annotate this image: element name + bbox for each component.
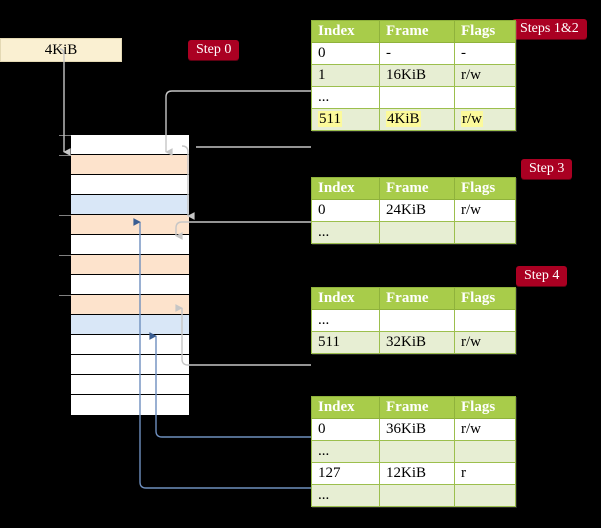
page-table-cell-frame	[379, 221, 455, 244]
page-table-cell-flags	[454, 484, 516, 507]
physical-memory-frames	[59, 134, 190, 415]
page-table-cell-index: 127	[311, 462, 380, 485]
page-table-cell-frame: 24KiB	[379, 199, 455, 222]
page-table-cell-frame	[379, 86, 455, 109]
page-table-row[interactable]: ...	[311, 440, 516, 463]
wire-l2-32kib-up-to-frame	[175, 304, 311, 366]
page-table-cell-frame: 36KiB	[379, 418, 455, 441]
memory-frame-row	[71, 395, 189, 415]
memory-frame-row	[59, 155, 189, 175]
page-table-cell-index: 0	[311, 418, 380, 441]
memory-frame-row	[71, 235, 189, 255]
page-table-header-index: Index	[311, 177, 380, 200]
page-table-cell-frame: 12KiB	[379, 462, 455, 485]
page-table-cell-flags: -	[454, 42, 516, 65]
page-table-cell-flags	[454, 221, 516, 244]
page-table-row[interactable]: 511 4KiB r/w	[311, 108, 516, 131]
page-table-header-flags: Flags	[454, 396, 516, 419]
source-frame-label: 4KiB	[44, 42, 78, 58]
page-table-cell-index: ...	[311, 440, 380, 463]
badge-step-4: Step 4	[516, 266, 568, 286]
wire-step0-source-to-frame	[59, 48, 71, 156]
page-table-cell-flags: r/w	[454, 64, 516, 87]
frame-tick-mark	[59, 155, 71, 156]
source-frame-box: 4KiB	[0, 38, 122, 62]
page-table-cell-flags: r/w	[454, 199, 516, 222]
page-table-row[interactable]: ...	[311, 221, 516, 244]
frame-tick-mark	[59, 135, 71, 136]
page-table-cell-index: 0	[311, 199, 380, 222]
page-table-cell-index: 0	[311, 42, 380, 65]
page-table-cell-frame: 16KiB	[379, 64, 455, 87]
page-table-cell-flags: r/w	[454, 418, 516, 441]
page-table-cell-frame	[379, 309, 455, 332]
page-table-row[interactable]: ...	[311, 484, 516, 507]
page-table-cell-frame	[379, 484, 455, 507]
page-table-row[interactable]: 0--	[311, 42, 516, 65]
page-table-cell-flags: r/w	[454, 331, 516, 354]
badge-step-0: Step 0	[188, 40, 240, 60]
page-table-header-frame: Frame	[379, 177, 455, 200]
memory-frame-row	[71, 175, 189, 195]
frame-tick-mark	[59, 255, 71, 256]
memory-frame-row	[71, 195, 189, 215]
page-table-header-index: Index	[311, 287, 380, 310]
page-table-cell-flags	[454, 86, 516, 109]
page-table-header-frame: Frame	[379, 287, 455, 310]
page-table-cell-frame: -	[379, 42, 455, 65]
page-table-cell-flags	[454, 309, 516, 332]
memory-frame-row	[71, 275, 189, 295]
page-table-cell-frame: 32KiB	[379, 331, 455, 354]
wire-step3-l3-to-frame	[175, 221, 311, 240]
page-table-cell-index: 1	[311, 64, 380, 87]
page-table-row[interactable]: ...	[311, 309, 516, 332]
page-table-cell-flags: r	[454, 462, 516, 485]
memory-frame-row	[59, 255, 189, 275]
page-table-cell-frame	[379, 440, 455, 463]
page-table-row[interactable]: ...	[311, 86, 516, 109]
page-table-header-index: Index	[311, 20, 380, 43]
page-table-cell-index: ...	[311, 484, 380, 507]
page-table-cell-flags: r/w	[454, 108, 516, 131]
highlighted-value: 4KiB	[386, 111, 421, 127]
highlighted-value: r/w	[461, 111, 483, 127]
page-table-cell-frame: 4KiB	[379, 108, 455, 131]
highlighted-value: 511	[318, 111, 342, 127]
memory-frame-row	[71, 315, 189, 335]
page-table-header-flags: Flags	[454, 287, 516, 310]
page-table-cell-index: ...	[311, 309, 380, 332]
memory-frame-row	[59, 295, 189, 315]
memory-frame-row	[59, 215, 189, 235]
memory-frame-row	[71, 375, 189, 395]
badge-steps-1-2: Steps 1&2	[512, 19, 587, 39]
page-table-cell-flags	[454, 440, 516, 463]
page-table-header-frame: Frame	[379, 20, 455, 43]
frame-tick-mark	[59, 215, 71, 216]
frame-tick-mark	[59, 295, 71, 296]
page-table-cell-index: ...	[311, 86, 380, 109]
page-table-header-index: Index	[311, 396, 380, 419]
page-table-header-flags: Flags	[454, 20, 516, 43]
memory-frame-row	[71, 335, 189, 355]
page-table-cell-index: 511	[311, 331, 380, 354]
page-table-header-flags: Flags	[454, 177, 516, 200]
badge-step-3: Step 3	[521, 159, 573, 179]
page-table-header-frame: Frame	[379, 396, 455, 419]
page-table-cell-index: ...	[311, 221, 380, 244]
page-table-cell-index: 511	[311, 108, 380, 131]
memory-frame-row	[71, 355, 189, 375]
memory-frame-row	[59, 135, 189, 155]
